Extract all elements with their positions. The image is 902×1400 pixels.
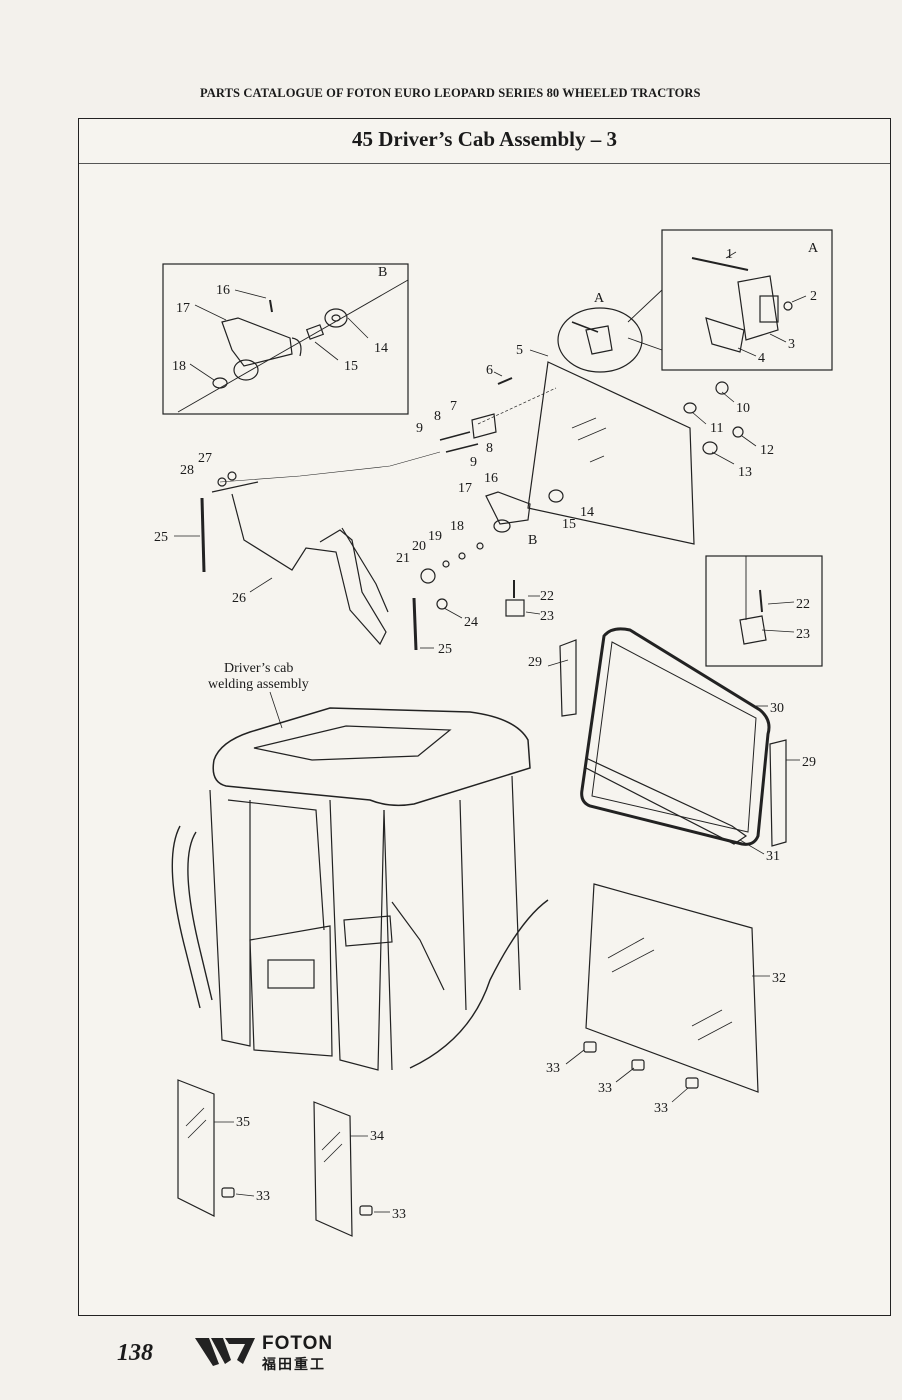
part-label: 21 bbox=[396, 551, 410, 566]
part-label: 23 bbox=[540, 609, 554, 624]
part-label: 15 bbox=[344, 359, 358, 374]
part-label: 2 bbox=[810, 289, 817, 304]
part-label: 11 bbox=[710, 421, 723, 436]
part-label: 5 bbox=[516, 343, 523, 358]
part-label: 14 bbox=[374, 341, 388, 356]
part-label: 22 bbox=[796, 597, 810, 612]
brand-name-chinese: 福田重工 bbox=[262, 1357, 326, 1373]
part-label: 17 bbox=[458, 481, 472, 496]
part-label: 16 bbox=[216, 283, 230, 298]
brand-name: FOTON bbox=[262, 1333, 334, 1354]
part-label: 13 bbox=[738, 465, 752, 480]
part-label: 8 bbox=[486, 441, 493, 456]
part-label: 16 bbox=[484, 471, 498, 486]
part-label: 6 bbox=[486, 363, 493, 378]
part-label: 25 bbox=[438, 642, 452, 657]
part-label: 8 bbox=[434, 409, 441, 424]
part-label: 33 bbox=[598, 1081, 612, 1096]
cab-caption-line1: Driver’s cab bbox=[224, 661, 293, 676]
part-label: 27 bbox=[198, 451, 212, 466]
part-label: 29 bbox=[528, 655, 542, 670]
part-label: 15 bbox=[562, 517, 576, 532]
part-label: 10 bbox=[736, 401, 750, 416]
part-label: 22 bbox=[540, 589, 554, 604]
side-glass-panels bbox=[177, 1079, 373, 1237]
part-label: 1 bbox=[726, 247, 733, 262]
detail-b-main-label: B bbox=[528, 533, 537, 548]
rear-window-glass bbox=[527, 361, 695, 545]
part-label: 32 bbox=[772, 971, 786, 986]
part-label: 9 bbox=[416, 421, 423, 436]
part-label: 14 bbox=[580, 505, 594, 520]
page-title: 45 Driver’s Cab Assembly – 3 bbox=[79, 119, 890, 164]
part-label: 9 bbox=[470, 455, 477, 470]
part-label: 24 bbox=[464, 615, 478, 630]
detail-a-callout-label: A bbox=[594, 291, 605, 306]
cab-caption-line2: welding assembly bbox=[208, 677, 309, 692]
detail-a-inset bbox=[627, 229, 833, 371]
catalogue-header: PARTS CATALOGUE OF FOTON EURO LEOPARD SE… bbox=[200, 86, 701, 100]
part-label: 19 bbox=[428, 529, 442, 544]
part-label: 17 bbox=[176, 301, 190, 316]
part-label: 20 bbox=[412, 539, 426, 554]
part-label: 12 bbox=[760, 443, 774, 458]
part-label: 4 bbox=[758, 351, 765, 366]
part-label: 35 bbox=[236, 1115, 250, 1130]
detail-b-inset bbox=[162, 263, 409, 415]
window-stay-assembly bbox=[200, 451, 441, 651]
part-label: 18 bbox=[450, 519, 464, 534]
part-labels: A A B B 1 2 3 4 5 6 7 8 8 9 9 10 11 12 1… bbox=[154, 241, 819, 1222]
part-label: 33 bbox=[546, 1061, 560, 1076]
latch-inset bbox=[705, 555, 823, 667]
latch-assembly bbox=[420, 489, 564, 617]
part-label: 28 bbox=[180, 463, 194, 478]
cab-welding-assembly bbox=[171, 707, 549, 1071]
page-number: 138 bbox=[117, 1340, 153, 1366]
part-label: 26 bbox=[232, 591, 246, 606]
part-label: 29 bbox=[802, 755, 816, 770]
part-label: 33 bbox=[392, 1207, 406, 1222]
part-label: 34 bbox=[370, 1129, 384, 1144]
part-label: 33 bbox=[256, 1189, 270, 1204]
part-label: 30 bbox=[770, 701, 784, 716]
foton-logo-icon bbox=[195, 1338, 255, 1366]
detail-a-inset-label: A bbox=[808, 241, 819, 256]
part-label: 7 bbox=[450, 399, 457, 414]
part-label: 25 bbox=[154, 530, 168, 545]
detail-b-inset-label: B bbox=[378, 265, 387, 280]
washer-set bbox=[683, 381, 744, 455]
part-label: 31 bbox=[766, 849, 780, 864]
door-glass bbox=[583, 883, 759, 1093]
leader-lines bbox=[174, 349, 800, 1213]
rear-window-bracket bbox=[439, 377, 557, 453]
part-label: 3 bbox=[788, 337, 795, 352]
part-label: 23 bbox=[796, 627, 810, 642]
hinge-callout bbox=[557, 307, 643, 373]
door-seal bbox=[559, 627, 787, 847]
part-label: 33 bbox=[654, 1101, 668, 1116]
part-label: 18 bbox=[172, 359, 186, 374]
